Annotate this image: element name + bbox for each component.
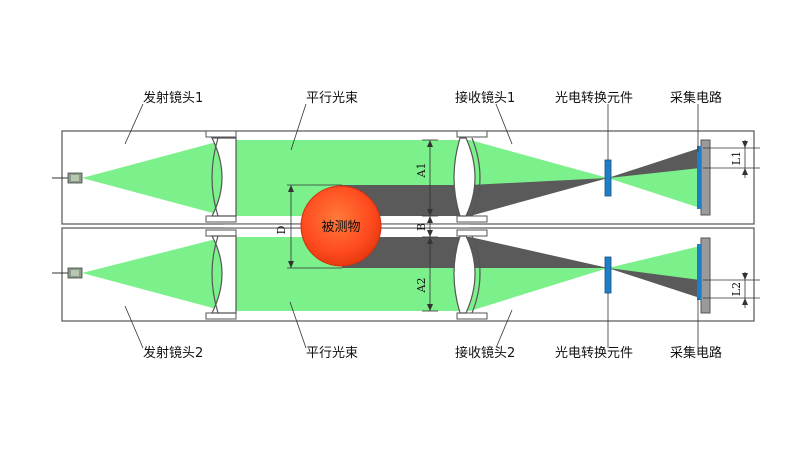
lower-shadow-on-detector [608,268,700,298]
leader-lines-bottom [124,293,699,349]
label-recv-lens-1: 接收镜头1 [455,90,515,106]
upper-laser-source [52,172,83,184]
object-label: 被测物 [321,220,360,235]
dimension-b-label: B [415,223,428,231]
lower-diverging-beam [82,237,224,311]
label-converter-bottom: 光电转换元件 [555,346,633,361]
upper-shadow-converging [470,178,608,216]
label-parallel-beam-top: 平行光束 [306,91,358,106]
dimension-d [287,184,342,269]
label-emit-lens-2: 发射镜头2 [143,345,203,361]
dimension-a1-b-a2 [422,139,438,312]
upper-recv-lens [453,130,488,223]
label-acq-circuit-top: 采集电路 [670,90,722,106]
upper-shadow-on-detector [608,148,700,178]
measured-object [300,185,382,267]
dimension-l1 [703,140,760,178]
lower-shadow-converging [470,237,608,268]
upper-emit-lens [205,130,237,223]
label-parallel-beam-bottom: 平行光束 [306,346,358,361]
upper-diverging-beam [82,140,224,216]
upper-photoelectric-converter [604,159,612,197]
label-emit-lens-1: 发射镜头1 [143,90,203,106]
dimension-a1-label: A1 [415,163,428,179]
lower-laser-source [52,267,83,279]
lower-emit-lens [205,229,237,320]
dimension-l2-label: L2 [730,282,743,296]
label-recv-lens-2: 接收镜头2 [455,345,515,361]
dimension-d-label: D [275,225,288,234]
label-converter-top: 光电转换元件 [555,91,633,106]
lower-photoelectric-converter [604,256,612,294]
label-acq-circuit-bottom: 采集电路 [670,345,722,361]
dimension-l2 [703,272,760,308]
lower-acquisition-circuit [697,237,711,314]
leader-lines-top [124,103,699,160]
dimension-l1-label: L1 [730,151,743,165]
upper-acquisition-circuit [697,139,711,216]
dimension-a2-label: A2 [415,278,428,294]
lower-recv-lens [453,229,488,320]
